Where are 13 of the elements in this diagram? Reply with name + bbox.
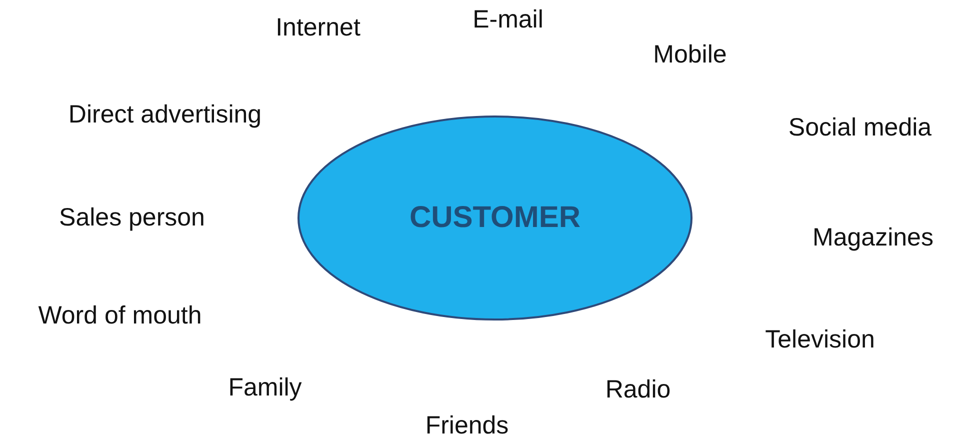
channel-label: Magazines xyxy=(812,224,934,252)
node-label: CUSTOMER xyxy=(409,201,581,235)
channel-label: Sales person xyxy=(59,204,205,232)
channel-label: Television xyxy=(765,326,875,354)
channel-label: Direct advertising xyxy=(68,100,262,130)
channel-label: E-mail xyxy=(472,6,544,34)
channel-label: Family xyxy=(228,374,302,402)
channel-label: Internet xyxy=(276,14,360,42)
channel-label: Friends xyxy=(425,412,509,440)
channel-label: Social media xyxy=(788,114,932,142)
channel-label: Radio xyxy=(605,376,671,404)
channel-label: Mobile xyxy=(653,40,727,70)
channel-label: Word of mouth xyxy=(38,302,202,330)
